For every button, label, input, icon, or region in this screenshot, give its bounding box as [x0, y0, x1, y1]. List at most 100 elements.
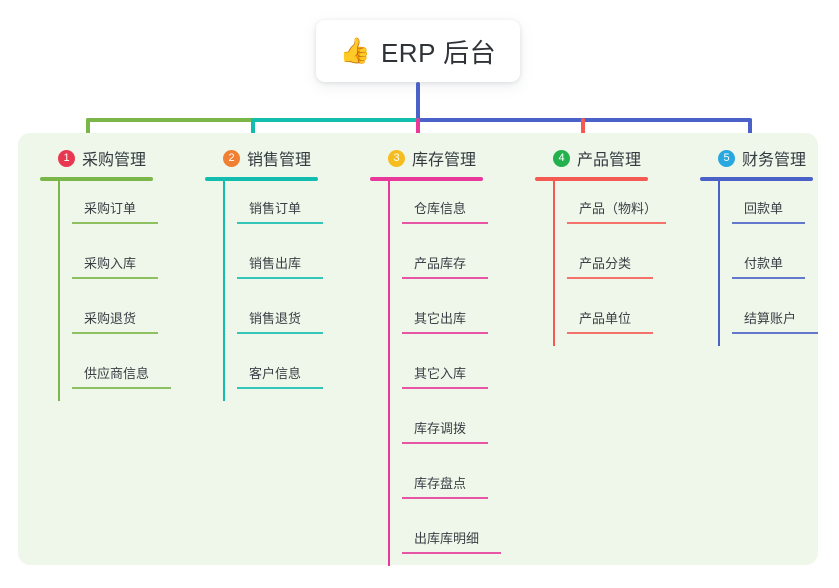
- column-spine-4: [553, 181, 555, 346]
- column-title-2: 销售管理: [247, 152, 312, 169]
- root-node-title: ERP 后台: [380, 37, 497, 68]
- list-item[interactable]: 产品单位: [567, 291, 653, 346]
- list-item-label: 采购退货: [84, 311, 137, 326]
- list-item-rule: [732, 277, 805, 279]
- list-item-label: 销售退货: [249, 311, 302, 326]
- column-title-4: 产品管理: [577, 152, 642, 169]
- list-item-rule: [402, 387, 488, 389]
- column-header-1[interactable]: 1 采购管理: [40, 145, 153, 171]
- list-item-rule: [732, 222, 805, 224]
- list-item-label: 其它入库: [414, 366, 467, 381]
- list-item-label: 客户信息: [249, 366, 302, 381]
- column-4[interactable]: 4 产品管理产品（物料） 产品分类产品单位: [535, 145, 666, 346]
- list-item[interactable]: 产品库存: [402, 236, 488, 291]
- list-item[interactable]: 销售退货: [237, 291, 323, 346]
- column-spine-2: [223, 181, 225, 401]
- column-header-rule-2: [205, 177, 318, 181]
- list-item-rule: [567, 277, 653, 279]
- column-items-4: 产品（物料） 产品分类产品单位: [553, 181, 666, 346]
- column-header-rule-4: [535, 177, 648, 181]
- list-item-rule: [237, 387, 323, 389]
- list-item-rule: [402, 222, 488, 224]
- column-spine-1: [58, 181, 60, 401]
- list-item-label: 供应商信息: [84, 366, 150, 381]
- list-item-rule: [732, 332, 818, 334]
- bus-segment-3: [418, 118, 752, 122]
- column-items-3: 仓库信息产品库存其它出库其它入库库存调拨库存盘点出库库明细: [388, 181, 501, 566]
- list-item-label: 销售出库: [249, 256, 302, 271]
- list-item-rule: [72, 387, 171, 389]
- list-item-rule: [72, 277, 158, 279]
- list-item[interactable]: 客户信息: [237, 346, 323, 401]
- list-item[interactable]: 销售出库: [237, 236, 323, 291]
- list-item-label: 产品库存: [414, 256, 467, 271]
- list-item-rule: [402, 497, 488, 499]
- list-item[interactable]: 采购订单: [72, 181, 158, 236]
- list-item-rule: [402, 277, 488, 279]
- list-item-label: 产品（物料）: [579, 201, 658, 216]
- column-items-5: 回款单付款单结算账户: [718, 181, 818, 346]
- list-item-rule: [237, 222, 323, 224]
- list-item-label: 销售订单: [249, 201, 302, 216]
- list-item-rule: [402, 332, 488, 334]
- list-item-label: 产品单位: [579, 311, 632, 326]
- column-spine-5: [718, 181, 720, 346]
- list-item-label: 库存盘点: [414, 476, 467, 491]
- column-header-2[interactable]: 2 销售管理: [205, 145, 318, 171]
- list-item-label: 其它出库: [414, 311, 467, 326]
- list-item[interactable]: 出库库明细: [402, 511, 501, 566]
- column-items-2: 销售订单销售出库销售退货客户信息: [223, 181, 323, 401]
- list-item-rule: [237, 332, 323, 334]
- bus-segment-2: [253, 118, 422, 122]
- column-2[interactable]: 2 销售管理销售订单销售出库销售退货客户信息: [205, 145, 323, 401]
- list-item-label: 采购订单: [84, 201, 137, 216]
- column-spine-3: [388, 181, 390, 566]
- list-item[interactable]: 回款单: [732, 181, 813, 236]
- column-badge-2: 2: [223, 149, 240, 167]
- list-item[interactable]: 其它出库: [402, 291, 488, 346]
- bus-segment-1: [86, 118, 255, 122]
- column-1[interactable]: 1 采购管理采购订单采购入库采购退货供应商信息: [40, 145, 171, 401]
- list-item-label: 结算账户: [744, 311, 797, 326]
- list-item-rule: [72, 222, 158, 224]
- branch-panel: [18, 133, 818, 565]
- list-item[interactable]: 其它入库: [402, 346, 488, 401]
- column-title-3: 库存管理: [412, 152, 477, 169]
- column-header-4[interactable]: 4 产品管理: [535, 145, 648, 171]
- list-item[interactable]: 供应商信息: [72, 346, 171, 401]
- list-item[interactable]: 结算账户: [732, 291, 818, 346]
- list-item-rule: [567, 222, 666, 224]
- list-item[interactable]: 销售订单: [237, 181, 323, 236]
- list-item-label: 出库库明细: [414, 531, 480, 546]
- list-item[interactable]: 仓库信息: [402, 181, 488, 236]
- column-title-1: 采购管理: [82, 152, 147, 169]
- column-header-rule-3: [370, 177, 483, 181]
- list-item[interactable]: 库存调拨: [402, 401, 488, 456]
- root-stem-connector: [416, 82, 420, 122]
- thumbs-up-emoji: 👍: [339, 36, 371, 65]
- list-item[interactable]: 产品分类: [567, 236, 653, 291]
- list-item[interactable]: 采购退货: [72, 291, 158, 346]
- list-item-label: 采购入库: [84, 256, 137, 271]
- list-item-label: 付款单: [744, 256, 784, 271]
- list-item-rule: [402, 552, 501, 554]
- list-item[interactable]: 采购入库: [72, 236, 158, 291]
- column-header-rule-5: [700, 177, 813, 181]
- column-header-rule-1: [40, 177, 153, 181]
- list-item[interactable]: 产品（物料）: [567, 181, 666, 236]
- list-item[interactable]: 付款单: [732, 236, 813, 291]
- list-item-rule: [237, 277, 323, 279]
- column-badge-4: 4: [553, 149, 570, 167]
- column-badge-1: 1: [58, 149, 75, 167]
- column-title-5: 财务管理: [742, 152, 807, 169]
- list-item-label: 产品分类: [579, 256, 632, 271]
- root-node-erp-backend[interactable]: 👍 ERP 后台: [316, 20, 520, 82]
- column-items-1: 采购订单采购入库采购退货供应商信息: [58, 181, 171, 401]
- list-item-label: 回款单: [744, 201, 784, 216]
- list-item[interactable]: 库存盘点: [402, 456, 488, 511]
